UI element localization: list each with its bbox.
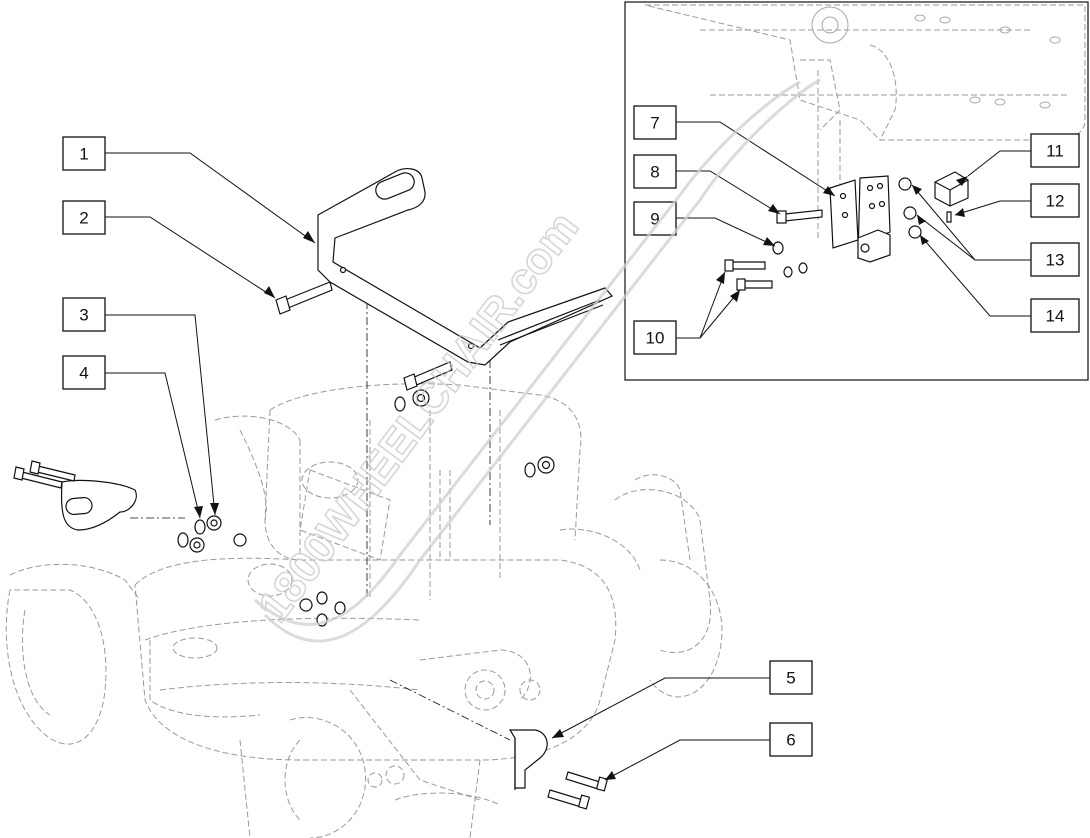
seat-plate-holes [914, 14, 1061, 109]
callout-14: 14 [1030, 298, 1080, 333]
rear-tie-down-plate [508, 729, 609, 810]
callout-7: 7 [633, 105, 677, 140]
callout-1: 1 [62, 136, 106, 171]
inset-bolt-8-head [776, 210, 787, 224]
washer-nut-set-lower [299, 591, 346, 627]
inset-washer-9 [772, 241, 784, 255]
inset-bolt-10a-head [724, 259, 734, 272]
callout-5-label: 5 [786, 669, 795, 688]
callout-6: 6 [769, 722, 813, 757]
callout-4: 4 [62, 355, 106, 390]
inset-washer-10a [783, 266, 793, 278]
callout-3: 3 [62, 297, 106, 332]
callout-11-label: 11 [1046, 142, 1064, 161]
inset-bolt-10b [744, 280, 773, 289]
callout-12: 12 [1030, 183, 1080, 218]
inset-washer-10b [798, 262, 808, 274]
main-assembly [13, 168, 613, 810]
washer-nut-set-mid [394, 389, 430, 412]
leader-lines [105, 121, 1031, 781]
callout-13: 13 [1030, 242, 1080, 277]
support-bar-part [317, 168, 613, 366]
callout-8: 8 [633, 154, 677, 189]
inset-bolt-10a [731, 261, 766, 270]
callout-10-label: 10 [646, 329, 665, 348]
callout-13-label: 13 [1046, 251, 1065, 270]
inset-nut-13b [903, 206, 917, 220]
callout-14-label: 14 [1046, 307, 1065, 326]
callout-3-label: 3 [79, 306, 88, 325]
leader-arrowheads [194, 176, 968, 780]
watermark-text: 1800WHEELCHAIR.com [249, 203, 588, 631]
inset-bolt-10b-head [736, 278, 746, 291]
watermark-swoosh-inner [254, 80, 801, 626]
callout-5: 5 [769, 660, 813, 695]
callout-9-label: 9 [650, 210, 659, 229]
washer-nut-set-right [524, 456, 555, 478]
callout-12-label: 12 [1046, 192, 1065, 211]
callout-8-label: 8 [650, 163, 659, 182]
watermark-swoosh [263, 78, 821, 643]
inset-detail [624, 1, 1089, 381]
callout-10: 10 [633, 320, 677, 355]
wheelchair-base-ghost [5, 383, 723, 838]
inset-bracket [829, 175, 891, 263]
washer-nut-set-left [177, 515, 247, 553]
inset-nut-13a [898, 177, 912, 191]
callout-11: 11 [1030, 133, 1080, 168]
callout-4-label: 4 [79, 364, 88, 383]
hex-bolt-long [275, 281, 333, 315]
left-tie-down-bracket [13, 460, 137, 531]
callout-2: 2 [62, 200, 106, 235]
inset-screw-12 [946, 211, 952, 223]
callout-2-label: 2 [79, 209, 88, 228]
inset-nut-14 [908, 225, 922, 239]
callout-7-label: 7 [650, 114, 659, 133]
callout-6-label: 6 [786, 731, 795, 750]
hex-bolt-lower [403, 361, 453, 391]
callout-1-label: 1 [79, 145, 88, 164]
